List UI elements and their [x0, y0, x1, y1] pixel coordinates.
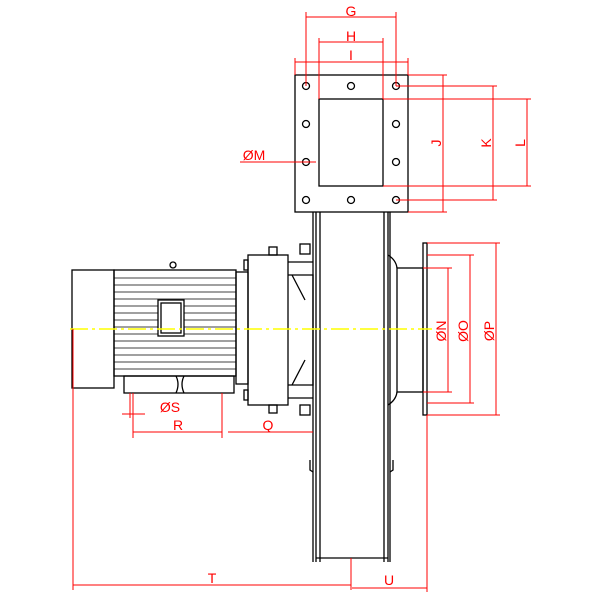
label-u: U: [384, 572, 394, 588]
label-r: R: [173, 417, 183, 433]
label-o: ØO: [455, 320, 471, 342]
outlet-flange: [294, 74, 409, 213]
label-q: Q: [263, 417, 274, 433]
label-s: ØS: [160, 399, 180, 415]
label-g: G: [346, 3, 357, 19]
label-n: ØN: [433, 321, 449, 342]
fan-housing: [309, 212, 398, 562]
coupling-housing: [243, 243, 314, 416]
motor: [71, 261, 249, 394]
dimension-lines: [72, 12, 531, 592]
dimension-labels: G H I ØM J K L ØN ØO ØP ØS R Q T U: [160, 3, 528, 588]
label-h: H: [346, 28, 356, 44]
label-j: J: [428, 140, 444, 147]
label-l: L: [512, 139, 528, 147]
label-k: K: [478, 138, 494, 148]
label-i: I: [349, 47, 353, 63]
label-m: ØM: [243, 147, 266, 163]
label-p: ØP: [481, 321, 497, 341]
lifting-eye: [169, 261, 177, 269]
label-t: T: [208, 570, 217, 586]
motor-feet: [123, 375, 235, 394]
